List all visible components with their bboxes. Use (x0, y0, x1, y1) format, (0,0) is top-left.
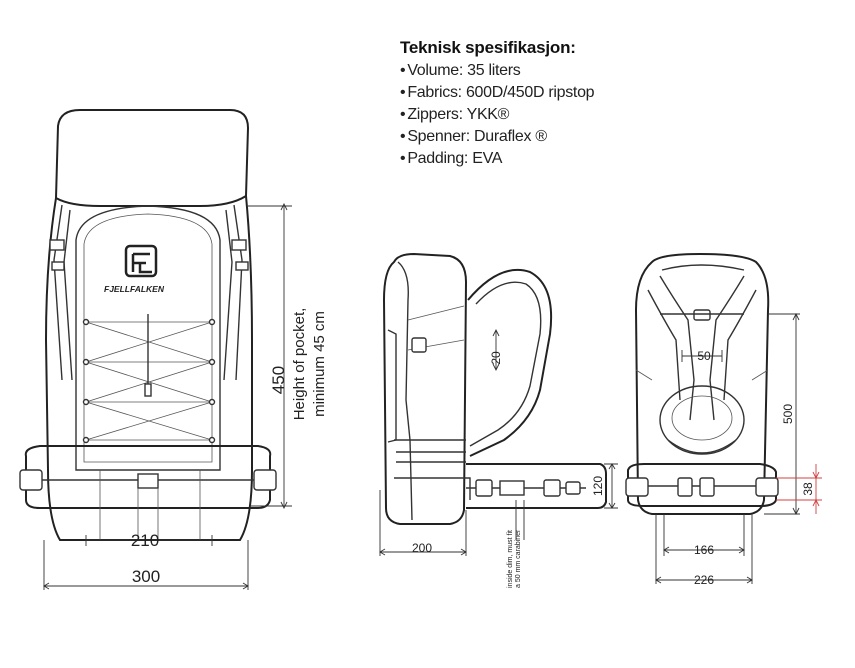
side-belt-dim-label: 120 (591, 476, 605, 496)
spec-block: Teknisk spesifikasjon: Volume: 35 liters… (400, 38, 595, 170)
front-view-dimensions: 450 Height of pocket, minimum 45 cm 210 … (43, 202, 328, 590)
spec-item-volume: Volume: 35 liters (400, 60, 594, 82)
inside-dim-note-line1: inside dim, must fit (507, 530, 514, 588)
pocket-height-note-line1: Height of pocket, (291, 308, 308, 421)
inside-dim-note-line2: a 50 mm carabiner (515, 529, 522, 588)
front-width-dim-label: 300 (132, 567, 160, 586)
side-view-backpack (382, 252, 607, 525)
front-height-dim-label: 450 (269, 366, 288, 394)
back-width-dim-label: 226 (694, 573, 714, 587)
back-buckle-dim-label: 38 (801, 482, 815, 496)
front-view-backpack (19, 109, 277, 541)
back-belt-width-dim-label: 166 (694, 543, 714, 557)
logo-text: FJELLFALKEN (104, 284, 165, 294)
front-inner-width-dim-label: 210 (131, 531, 159, 550)
spec-item-padding: Padding: EVA (400, 148, 594, 170)
spec-item-zippers: Zippers: YKK® (400, 104, 594, 126)
side-strap-dim-label: 20 (489, 351, 503, 365)
side-depth-dim-label: 200 (412, 541, 432, 555)
pocket-height-note-line2: minimum 45 cm (311, 311, 328, 417)
spec-item-buckles: Spenner: Duraflex ® (400, 126, 594, 148)
back-chest-dim-label: 50 (697, 349, 711, 363)
back-height-dim-label: 500 (781, 404, 795, 424)
spec-title: Teknisk spesifikasjon: (400, 38, 576, 57)
side-view-dimensions: 200 20 120 inside dim, must fit a 50 mm … (379, 328, 618, 588)
spec-list: Volume: 35 liters Fabrics: 600D/450D rip… (400, 60, 594, 170)
back-view-dimensions: 50 500 38 166 226 (655, 312, 822, 587)
back-view-backpack (625, 252, 779, 515)
spec-item-fabrics: Fabrics: 600D/450D ripstop (400, 82, 594, 104)
brand-logo: FJELLFALKEN (104, 244, 165, 294)
